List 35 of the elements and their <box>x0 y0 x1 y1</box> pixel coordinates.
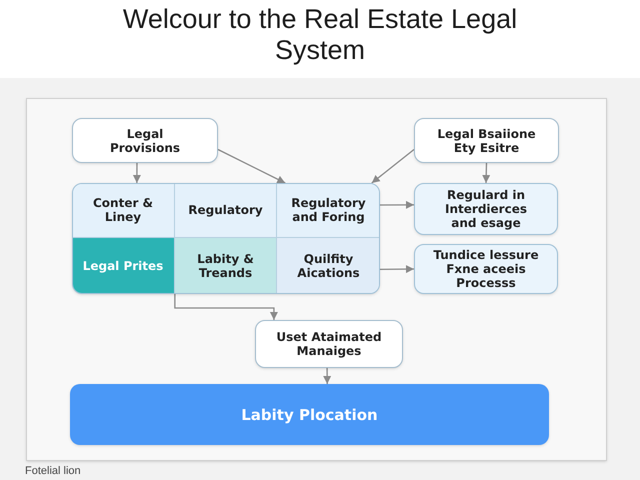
box-label: Legal Bsaiione Ety Esitre <box>436 126 537 154</box>
box-label: Conter & Liney <box>92 196 154 224</box>
table-cell <box>277 184 379 238</box>
process-box <box>255 320 403 368</box>
box-label: Legal Provisions <box>108 126 182 154</box>
box-label: Labity Plocation <box>241 406 378 424</box>
box-label: Uset Ataimated Manaiges <box>276 330 382 358</box>
arrow <box>371 149 414 184</box>
box-label: Regulard in Interdierces and esage <box>444 188 528 230</box>
box-label: Regulatory and Foring <box>290 196 367 224</box>
box-label: Quilfity Aications <box>296 252 361 280</box>
diagram-title: Welcour to the Real Estate Legal System <box>122 4 518 66</box>
result-bar <box>70 384 549 445</box>
figure-caption: Fotelial lion <box>25 465 81 478</box>
arrow <box>380 200 414 209</box>
arrow <box>380 265 414 274</box>
box-label: Labity & Treands <box>196 252 255 280</box>
process-box <box>72 118 218 163</box>
table-cell <box>277 238 379 293</box>
table-cell <box>175 184 277 238</box>
table-cell <box>175 238 277 293</box>
table-cell <box>73 184 175 238</box>
arrow <box>323 368 332 384</box>
box-label: Legal Prites <box>82 259 164 273</box>
arrow <box>482 162 490 184</box>
arrow <box>132 163 141 183</box>
grid-panel <box>72 183 380 294</box>
process-box <box>414 183 558 235</box>
box-label: Regulatory <box>188 203 263 217</box>
process-box <box>414 118 559 163</box>
table-cell <box>73 238 175 293</box>
arrow <box>174 294 278 320</box>
box-label: Tundice lessure Fxne aceeis Processs <box>432 248 540 290</box>
arrow <box>218 148 286 184</box>
process-box <box>414 244 558 294</box>
